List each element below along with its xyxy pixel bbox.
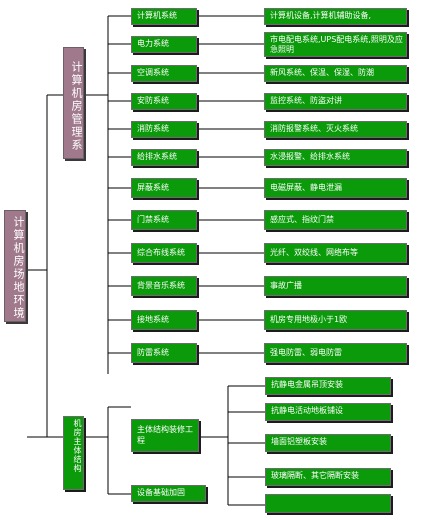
structure-item: 抗静电金属吊顶安装 xyxy=(265,377,391,395)
detail-label: 机房专用地极小于1欧 xyxy=(270,315,348,324)
structure-item: 玻璃隔断、其它隔断安装 xyxy=(265,468,391,486)
system-node: 屏蔽系统 xyxy=(131,178,197,198)
detail-node: 消防报警系统、灭火系统 xyxy=(264,121,407,138)
management-label: 计算机房管理系 xyxy=(70,60,83,152)
system-node: 防雷系统 xyxy=(131,343,197,363)
system-label: 给排水系统 xyxy=(137,152,177,161)
system-label: 安防系统 xyxy=(137,96,169,105)
management-node: 计算机房管理系 xyxy=(63,47,84,159)
system-label: 综合布线系统 xyxy=(137,248,185,257)
system-node: 门禁系统 xyxy=(131,210,197,230)
system-label: 消防系统 xyxy=(137,124,169,133)
detail-label: 计算机设备,计算机辅助设备, xyxy=(270,11,372,20)
foundation-label: 设备基础加固 xyxy=(137,488,185,497)
detail-label: 事故广播 xyxy=(270,281,302,290)
detail-node: 市电配电系统,UPS配电系统,照明及应急照明 xyxy=(264,32,407,57)
system-label: 背景音乐系统 xyxy=(137,281,185,290)
detail-label: 监控系统、防盗对讲 xyxy=(270,96,342,105)
structure-item xyxy=(265,494,391,513)
root-node: 计算机房场地环境 xyxy=(4,210,26,322)
system-label: 接地系统 xyxy=(137,315,169,324)
detail-label: 强电防雷、弱电防雷 xyxy=(270,348,342,357)
system-label: 屏蔽系统 xyxy=(137,183,169,192)
system-label: 计算机系统 xyxy=(137,11,177,20)
structure-item: 抗静电活动地板铺设 xyxy=(265,403,391,421)
system-node: 电力系统 xyxy=(131,36,197,53)
detail-label: 新风系统、保温、保湿、防潮 xyxy=(270,68,374,77)
system-node: 安防系统 xyxy=(131,93,197,110)
detail-node: 监控系统、防盗对讲 xyxy=(264,93,407,110)
system-node: 计算机系统 xyxy=(131,8,197,25)
structure-item-label: 墙面铝塑板安装 xyxy=(271,437,327,446)
detail-node: 电磁屏蔽、静电泄漏 xyxy=(264,178,407,198)
system-node: 空调系统 xyxy=(131,65,197,82)
system-label: 空调系统 xyxy=(137,68,169,77)
detail-node: 光纤、双绞线、网络布等 xyxy=(264,243,407,263)
structure-label: 机房主体结构 xyxy=(73,419,82,473)
detail-node: 水浸报警、给排水系统 xyxy=(264,149,407,166)
system-node: 背景音乐系统 xyxy=(131,276,197,296)
system-node: 接地系统 xyxy=(131,310,197,330)
detail-label: 水浸报警、给排水系统 xyxy=(270,152,350,161)
system-node: 消防系统 xyxy=(131,121,197,138)
root-label: 计算机房场地环境 xyxy=(12,216,25,320)
main-structure-node: 主体结构装修工程 xyxy=(131,419,199,452)
detail-node: 强电防雷、弱电防雷 xyxy=(264,343,407,363)
structure-node: 机房主体结构 xyxy=(63,416,84,490)
detail-node: 事故广播 xyxy=(264,276,407,296)
system-node: 给排水系统 xyxy=(131,149,197,166)
detail-label: 市电配电系统,UPS配电系统,照明及应急照明 xyxy=(270,35,403,54)
structure-item-label: 抗静电金属吊顶安装 xyxy=(271,380,343,389)
foundation-node: 设备基础加固 xyxy=(131,485,206,502)
detail-node: 新风系统、保温、保湿、防潮 xyxy=(264,65,407,82)
detail-node: 感应式、指纹门禁 xyxy=(264,210,407,230)
main-structure-label: 主体结构装修工程 xyxy=(137,425,193,445)
detail-node: 计算机设备,计算机辅助设备, xyxy=(264,8,407,25)
structure-item: 墙面铝塑板安装 xyxy=(265,434,391,452)
detail-label: 光纤、双绞线、网络布等 xyxy=(270,248,358,257)
structure-item-label: 抗静电活动地板铺设 xyxy=(271,406,343,415)
system-label: 电力系统 xyxy=(137,39,169,48)
system-label: 防雷系统 xyxy=(137,348,169,357)
detail-node: 机房专用地极小于1欧 xyxy=(264,310,407,330)
system-label: 门禁系统 xyxy=(137,215,169,224)
system-node: 综合布线系统 xyxy=(131,243,197,263)
detail-label: 感应式、指纹门禁 xyxy=(270,215,334,224)
structure-item-label: 玻璃隔断、其它隔断安装 xyxy=(271,471,359,480)
detail-label: 电磁屏蔽、静电泄漏 xyxy=(270,183,342,192)
detail-label: 消防报警系统、灭火系统 xyxy=(270,124,358,133)
